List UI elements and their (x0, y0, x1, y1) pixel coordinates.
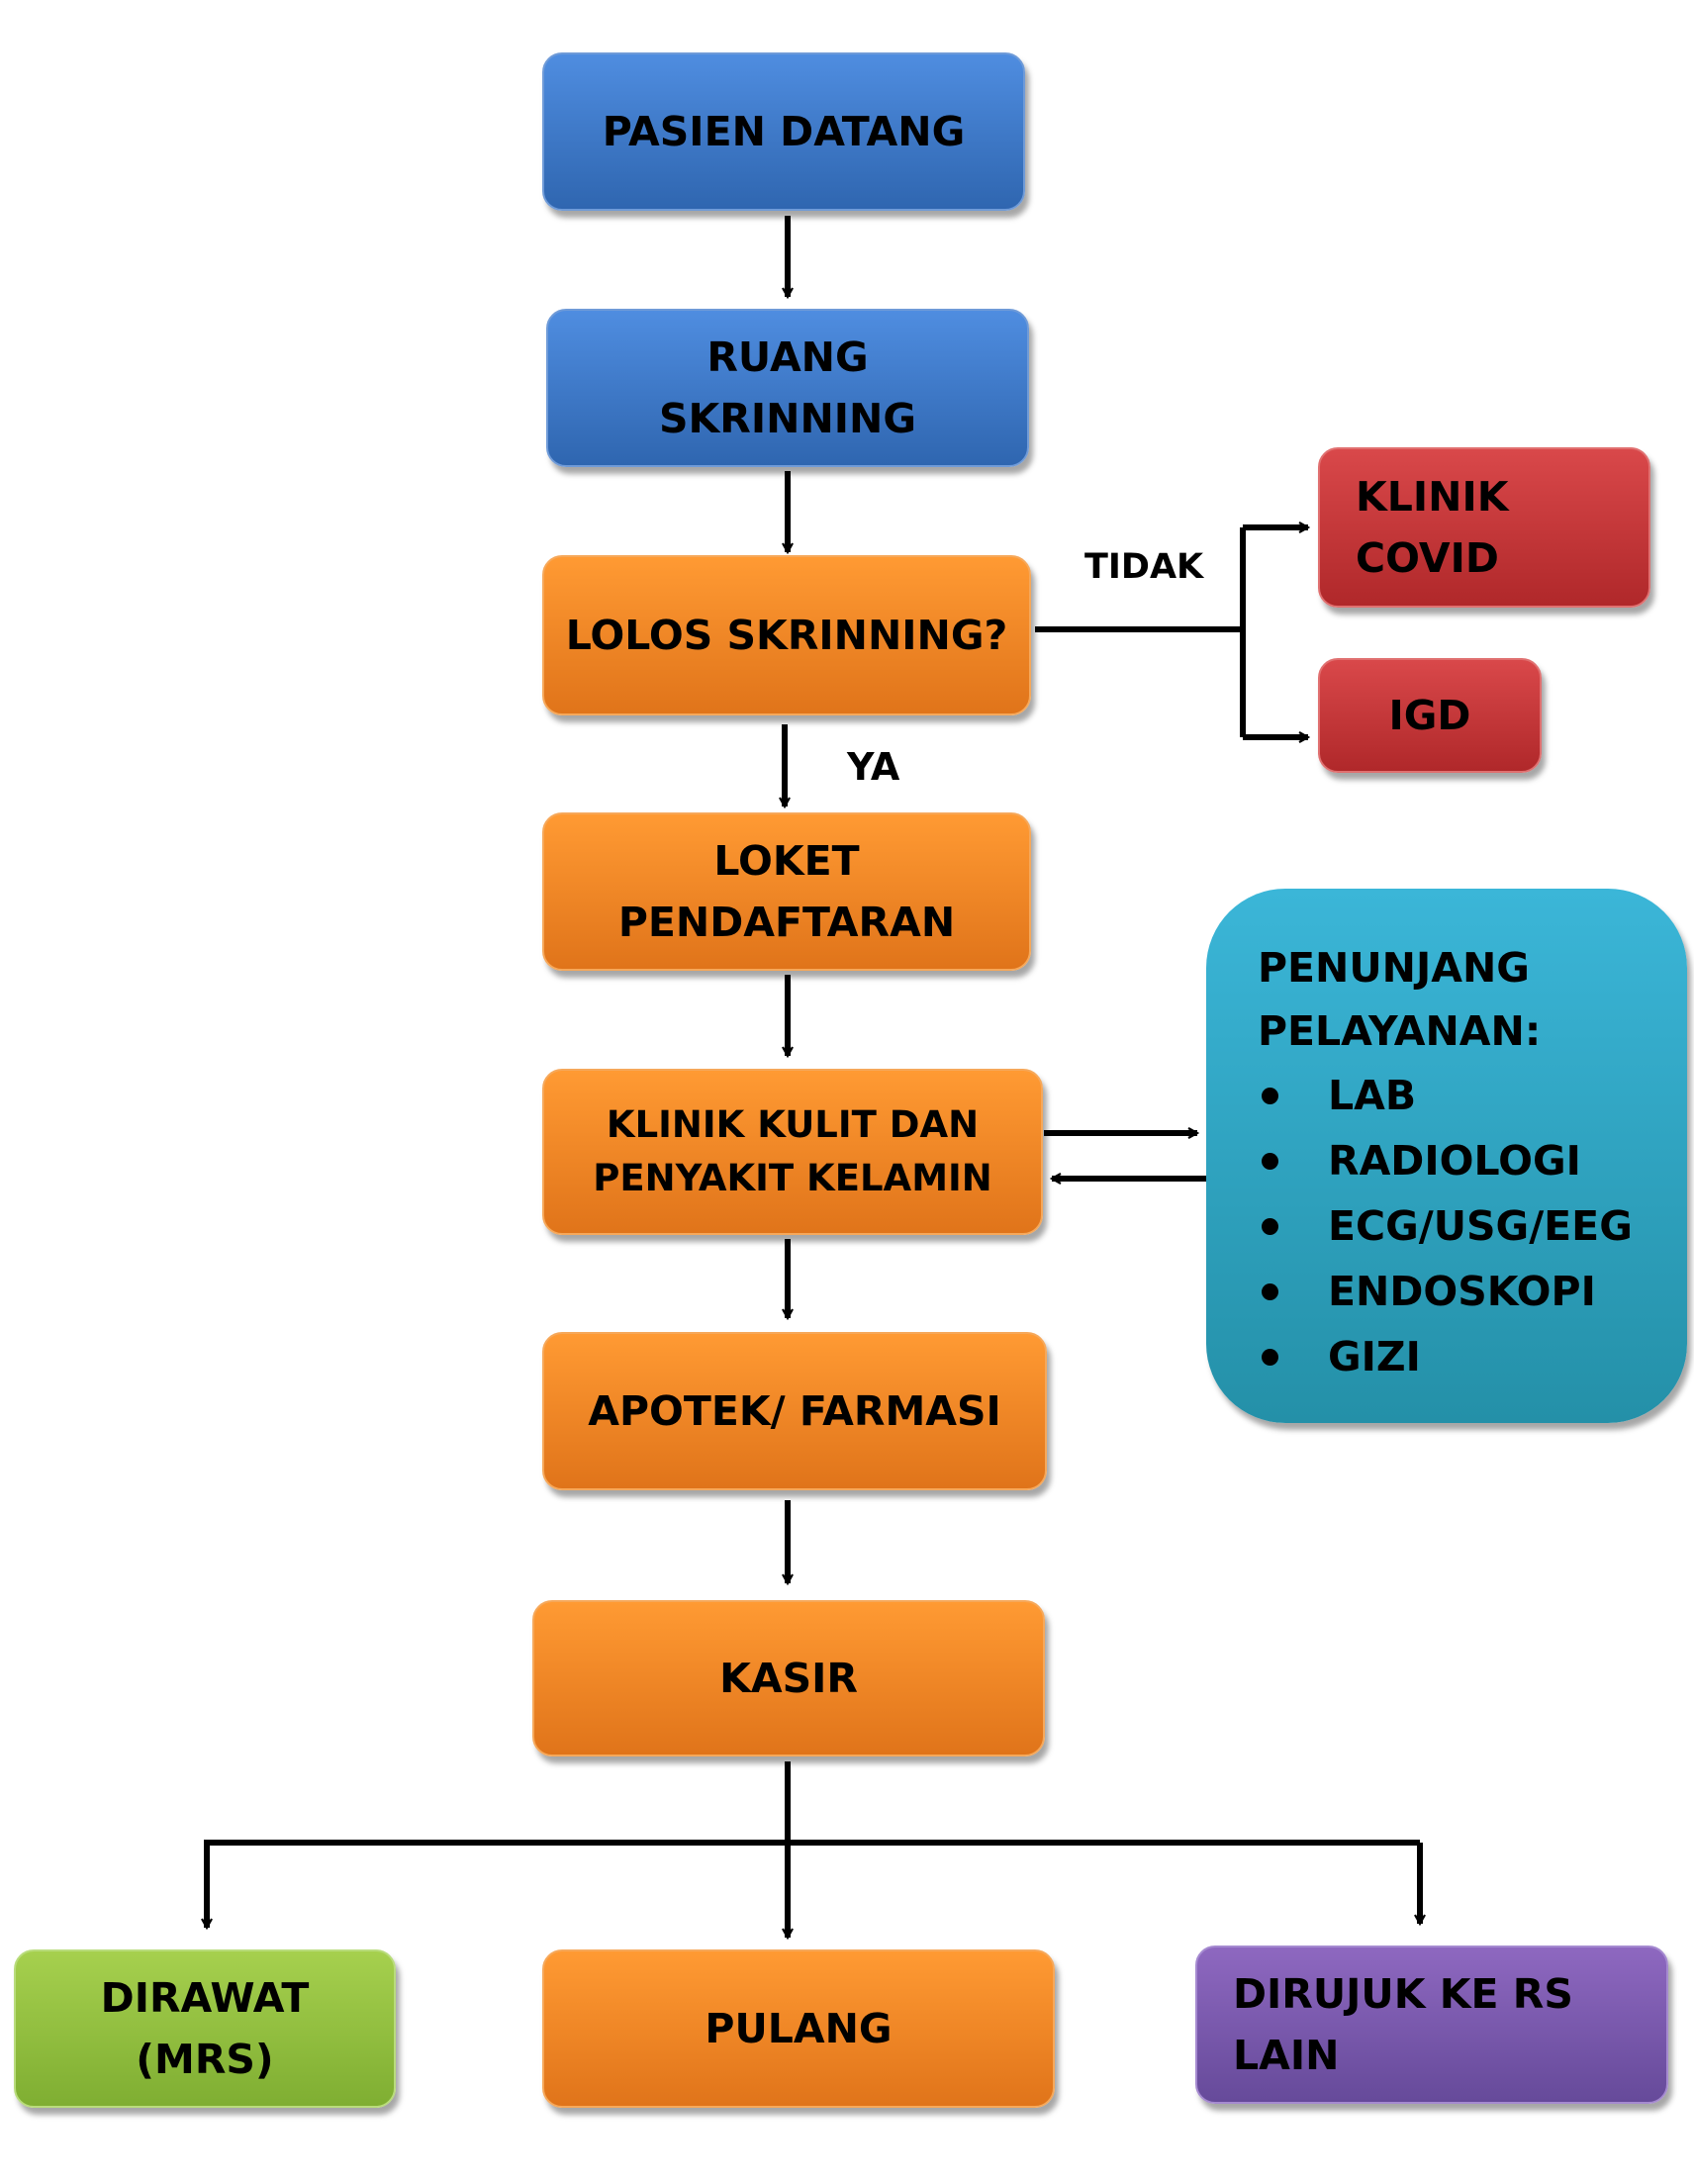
penunjang-item: ENDOSKOPI (1258, 1259, 1633, 1324)
bullet-icon (1262, 1282, 1278, 1300)
node-kasir: KASIR (532, 1600, 1045, 1757)
node-klinik-kulit: KLINIK KULIT DAN PENYAKIT KELAMIN (542, 1069, 1043, 1235)
node-ruang-skrinning: RUANG SKRINNING (546, 309, 1029, 467)
label-ya: YA (847, 745, 900, 789)
bullet-icon (1262, 1087, 1278, 1104)
bullet-icon (1262, 1152, 1278, 1170)
node-apotek-farmasi: APOTEK/ FARMASI (542, 1332, 1047, 1490)
penunjang-item: ECG/USG/EEG (1258, 1193, 1633, 1259)
node-dirawat: DIRAWAT (MRS) (14, 1949, 396, 2108)
node-pulang: PULANG (542, 1949, 1055, 2108)
penunjang-list: LAB RADIOLOGI ECG/USG/EEG ENDOSKOPI GIZI (1258, 1063, 1633, 1389)
penunjang-title-line2: PELAYANAN: (1258, 1007, 1542, 1055)
label-tidak: TIDAK (1084, 547, 1204, 587)
node-klinik-covid: KLINIK COVID (1318, 447, 1650, 608)
node-penunjang-pelayanan: PENUNJANG PELAYANAN: LAB RADIOLOGI ECG/U… (1206, 889, 1687, 1423)
node-loket-pendaftaran: LOKET PENDAFTARAN (542, 812, 1031, 971)
penunjang-item: GIZI (1258, 1324, 1633, 1389)
node-dirujuk: DIRUJUK KE RS LAIN (1195, 1946, 1668, 2104)
bullet-icon (1262, 1217, 1278, 1235)
node-lolos-skrinning: LOLOS SKRINNING? (542, 555, 1031, 715)
penunjang-item: RADIOLOGI (1258, 1128, 1633, 1193)
node-igd: IGD (1318, 658, 1542, 773)
penunjang-title-line1: PENUNJANG (1258, 944, 1530, 992)
node-pasien-datang: PASIEN DATANG (542, 52, 1025, 211)
bullet-icon (1262, 1348, 1278, 1366)
penunjang-item: LAB (1258, 1063, 1633, 1128)
